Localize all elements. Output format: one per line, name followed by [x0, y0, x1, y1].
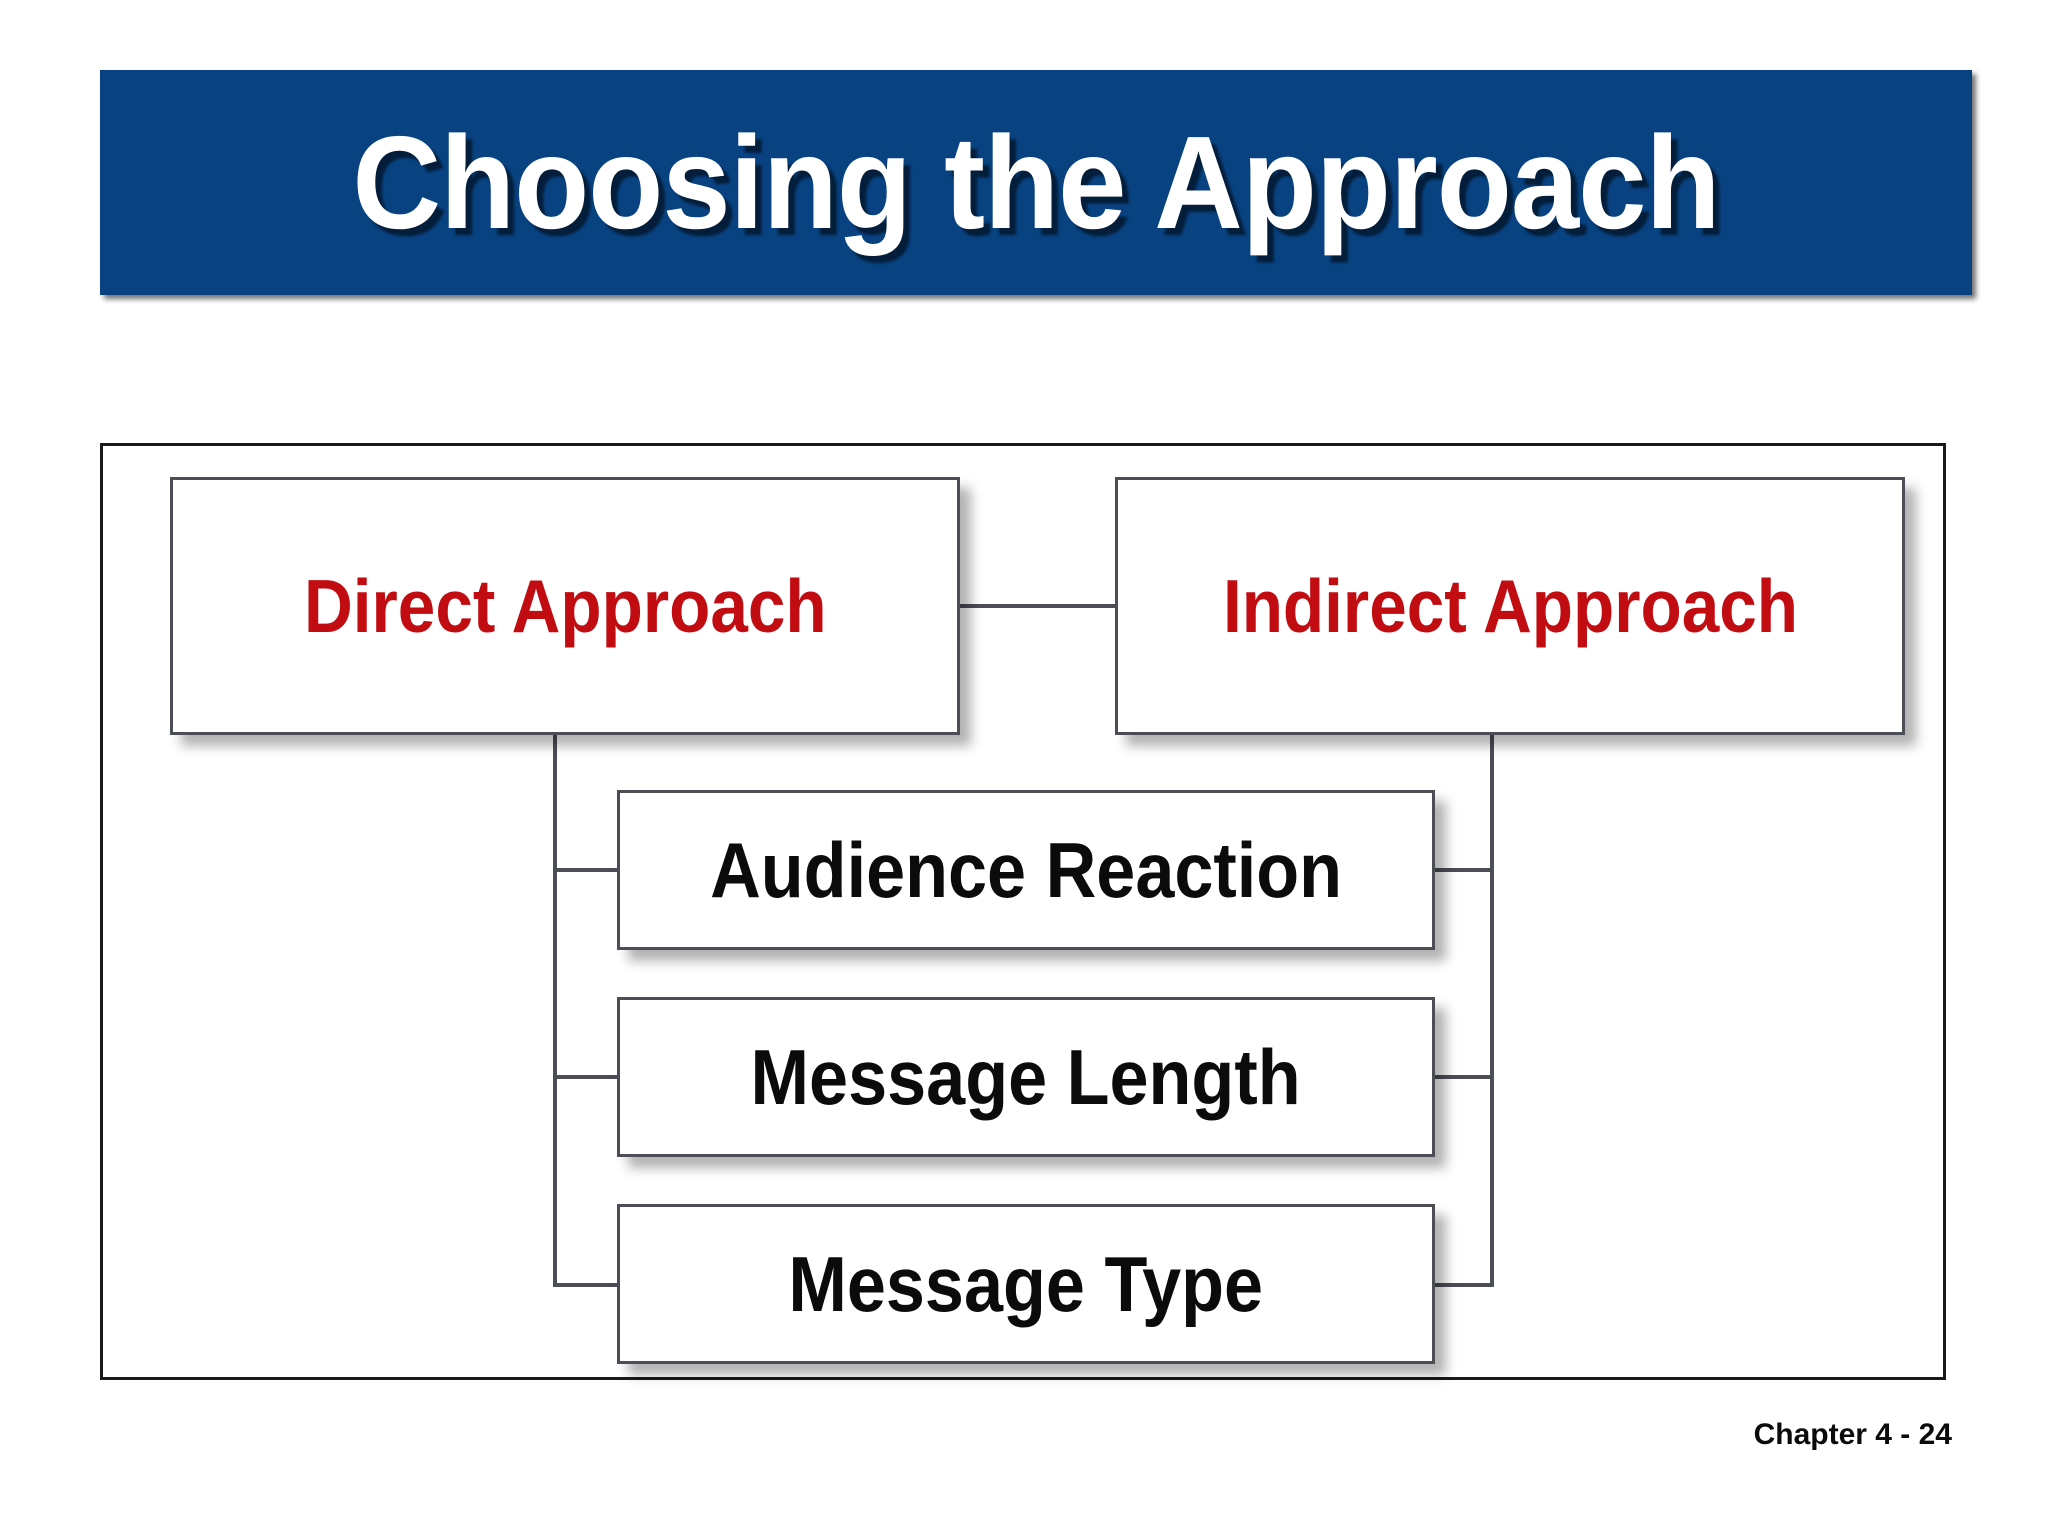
- connector-indirect-to-audience-reaction: [1433, 868, 1493, 872]
- connector-direct-to-message-length: [553, 1075, 619, 1079]
- footer-chapter-label: Chapter 4 - 24: [1753, 1418, 1952, 1451]
- node-audience-reaction-label: Audience Reaction: [710, 825, 1342, 914]
- connector-direct-to-audience-reaction: [553, 868, 619, 872]
- connector-indirect-to-message-type: [1433, 1283, 1493, 1287]
- node-audience-reaction[interactable]: Audience Reaction: [617, 790, 1435, 950]
- connector-indirect-spine: [1490, 735, 1494, 1287]
- node-message-type-label: Message Type: [788, 1239, 1264, 1328]
- slide-title-banner: Choosing the Approach: [100, 70, 1972, 295]
- connector-direct-to-indirect: [960, 604, 1117, 608]
- connector-indirect-to-message-length: [1433, 1075, 1493, 1079]
- node-direct-approach-label: Direct Approach: [303, 564, 827, 648]
- connector-direct-spine: [553, 735, 557, 1287]
- page-title: Choosing the Approach: [352, 108, 1720, 256]
- node-message-length[interactable]: Message Length: [617, 997, 1435, 1157]
- node-direct-approach[interactable]: Direct Approach: [170, 477, 960, 735]
- node-indirect-approach[interactable]: Indirect Approach: [1115, 477, 1905, 735]
- node-message-type[interactable]: Message Type: [617, 1204, 1435, 1364]
- node-message-length-label: Message Length: [750, 1032, 1302, 1121]
- connector-direct-to-message-type: [553, 1283, 619, 1287]
- node-indirect-approach-label: Indirect Approach: [1222, 564, 1798, 648]
